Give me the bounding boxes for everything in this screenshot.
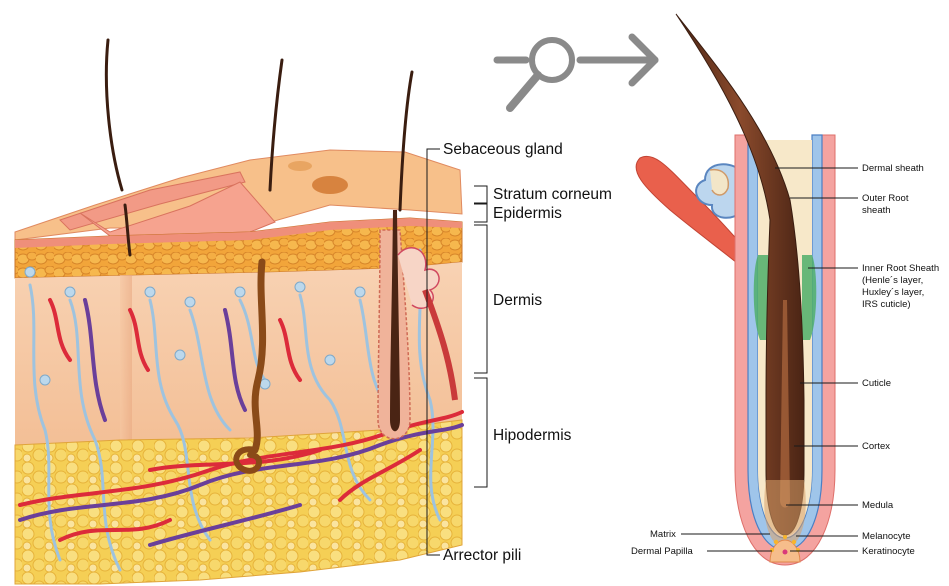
label-inner-root-1: Inner Root Sheath (862, 263, 939, 274)
stratum-bracket (474, 186, 487, 203)
label-sebaceous-gland: Sebaceous gland (443, 141, 563, 158)
label-inner-root-2: (Henle´s layer, (862, 275, 923, 286)
dermis-side (120, 275, 132, 445)
label-cuticle: Cuticle (862, 378, 891, 389)
label-epidermis: Epidermis (493, 205, 562, 222)
label-matrix: Matrix (650, 529, 676, 540)
label-keratinocyte: Keratinocyte (862, 546, 915, 557)
label-dermis: Dermis (493, 292, 542, 309)
dermis-bracket (474, 225, 487, 373)
hypodermis-fat (15, 420, 462, 584)
label-dermal-sheath: Dermal sheath (862, 163, 924, 174)
hipodermis-bracket (474, 378, 487, 487)
papilla-center (783, 550, 788, 555)
skin-block (15, 40, 462, 584)
hair-follicle-detail (636, 14, 835, 565)
label-stratum-corneum: Stratum corneum (493, 186, 612, 203)
magnifier-icon (497, 40, 572, 108)
label-melanocyte: Melanocyte (862, 531, 911, 542)
label-dermal-papilla: Dermal Papilla (631, 546, 693, 557)
label-cortex: Cortex (862, 441, 890, 452)
label-inner-root-3: Huxley´s layer, (862, 287, 924, 298)
epidermis-bracket (474, 204, 487, 222)
skin-spot (288, 161, 312, 171)
skin-spot (312, 176, 348, 194)
label-outer-root-1: Outer Root (862, 193, 909, 204)
label-hipodermis: Hipodermis (493, 427, 572, 444)
label-inner-root-4: IRS cuticle) (862, 299, 911, 310)
arrow-right-icon (580, 37, 655, 83)
label-medula: Medula (862, 500, 894, 511)
label-outer-root-2: sheath (862, 205, 891, 216)
label-arrector-pili: Arrector pili (443, 547, 521, 564)
